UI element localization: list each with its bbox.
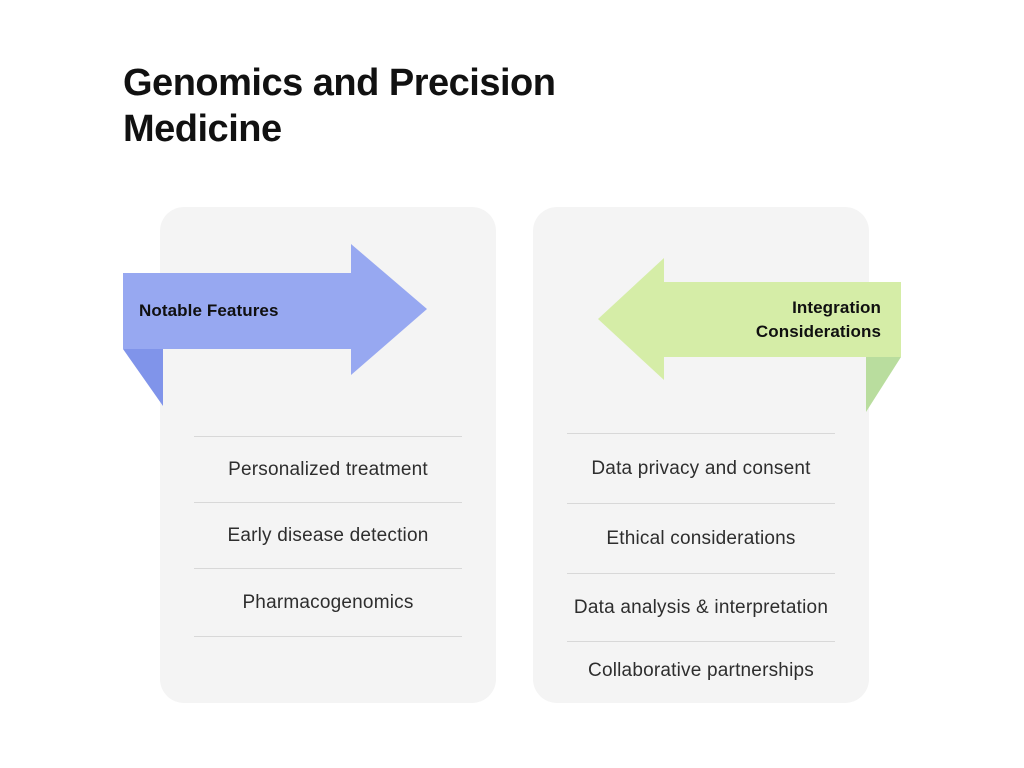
integration-considerations-list: Data privacy and consent Ethical conside…	[567, 433, 835, 699]
list-item: Data privacy and consent	[567, 433, 835, 503]
list-item: Collaborative partnerships	[567, 641, 835, 699]
arrow-label: Integration Considerations	[755, 297, 881, 341]
card-integration-considerations: Data privacy and consent Ethical conside…	[533, 207, 869, 703]
arrow-body	[664, 282, 901, 357]
arrow-label: Notable Features	[139, 301, 279, 320]
list-item: Data analysis & interpretation	[567, 573, 835, 641]
ribbon-fold	[123, 349, 163, 406]
list-item: Early disease detection	[194, 502, 462, 568]
list-item: Ethical considerations	[567, 503, 835, 573]
ribbon-arrow-left: Integration Considerations	[598, 258, 901, 412]
arrow-body	[123, 273, 352, 349]
list-item: Pharmacogenomics	[194, 568, 462, 637]
arrow-right-head-icon	[351, 244, 427, 375]
page-title: Genomics and Precision Medicine	[123, 62, 556, 150]
ribbon-fold	[866, 357, 901, 412]
ribbon-arrow-right: Notable Features	[123, 244, 427, 406]
arrow-left-head-icon	[598, 258, 664, 380]
notable-features-list: Personalized treatment Early disease det…	[194, 436, 462, 637]
list-item: Personalized treatment	[194, 436, 462, 502]
